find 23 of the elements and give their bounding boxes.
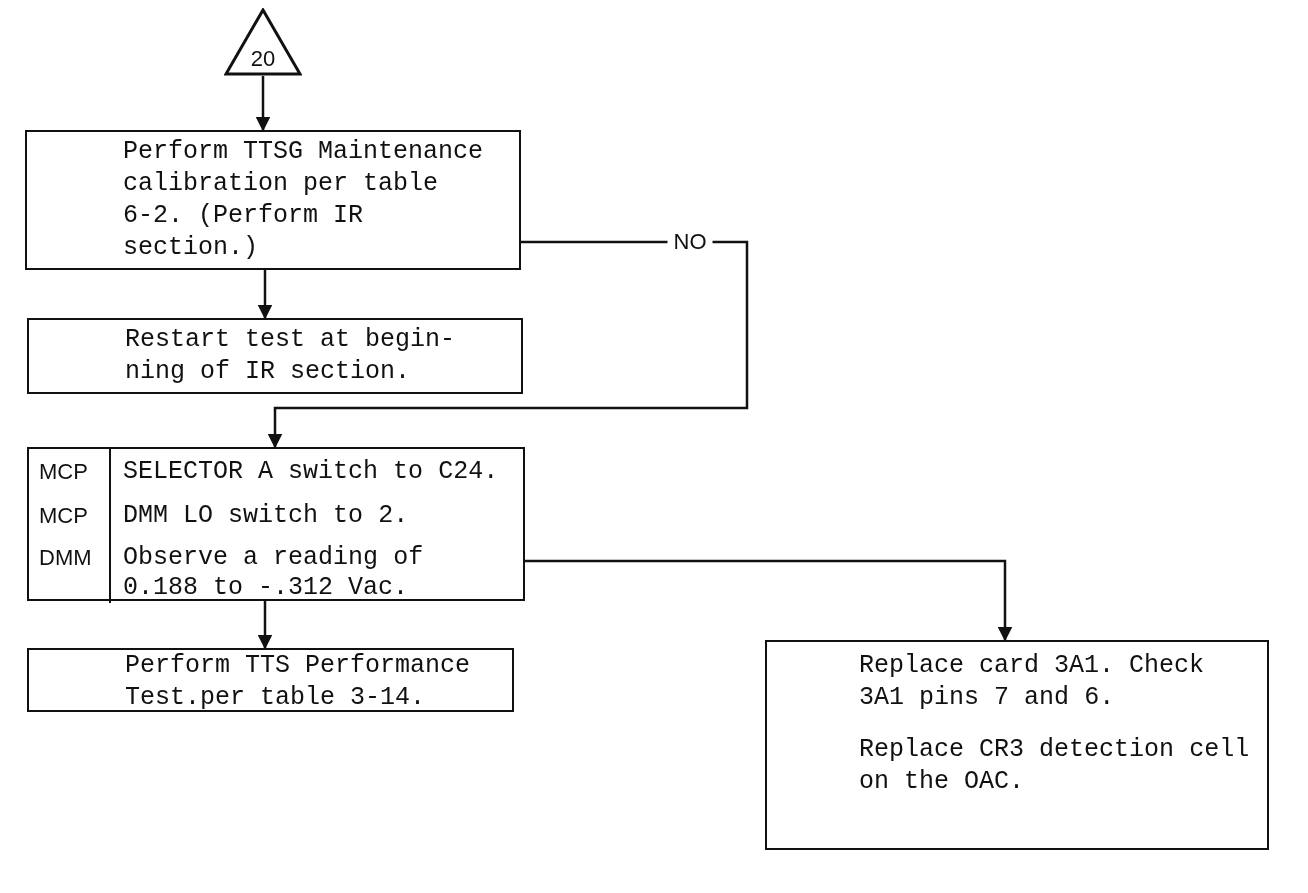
instruction-text: SELECTOR A switch to C24.	[122, 456, 500, 488]
arrow	[257, 601, 273, 650]
instruction-text: DMM LO switch to 2.	[122, 500, 410, 532]
instruction-text: Replace CR3 detection cell on the OAC.	[859, 734, 1251, 798]
instruction-text: Perform TTS Performance Test.per table 3-14.	[125, 650, 472, 714]
arrow	[257, 270, 273, 320]
process-box	[27, 648, 514, 712]
arrow	[525, 559, 1013, 642]
instruction-text: Restart test at begin- ning of IR section.	[125, 324, 457, 388]
arrow	[267, 240, 749, 449]
step-number: 20	[249, 46, 277, 72]
instruction-table-box	[27, 447, 525, 601]
process-box	[27, 318, 523, 394]
equipment-code: MCP	[29, 449, 111, 493]
arrow	[255, 76, 271, 132]
connector-triangle	[224, 8, 302, 76]
instruction-text: Perform TTSG Maintenance calibration per table 6-2. (Perform IR section.)	[123, 136, 485, 264]
equipment-code: DMM	[29, 535, 111, 603]
instruction-text: Replace card 3A1. Check 3A1 pins 7 and 6.	[859, 650, 1206, 714]
equipment-code: MCP	[29, 493, 111, 535]
process-box	[765, 640, 1269, 850]
instruction-text: Observe a reading of 0.188 to -.312 Vac.	[122, 542, 425, 603]
process-box	[25, 130, 521, 270]
